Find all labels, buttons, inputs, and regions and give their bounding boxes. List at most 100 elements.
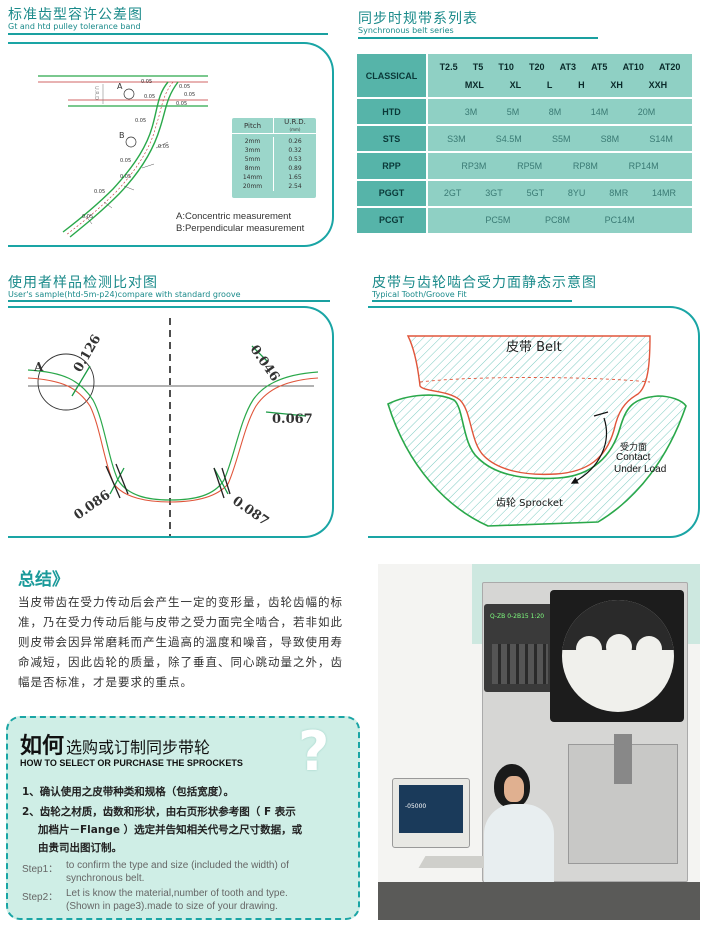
summary-line: 幅是否标准，才是要求的重点。 [18,675,193,689]
row-label-classical: CLASSICAL [357,54,428,99]
size-value: T20 [528,61,545,72]
tooth-fit-diagram [387,335,687,527]
tolerance-diagram [38,75,208,238]
urd-value: 2.54 [288,183,302,190]
size-value: 20M [637,106,656,117]
size-value: RP3M [461,160,487,171]
size-value: AT5 [591,61,608,72]
how-to-select-box: 如何 选购或订制同步带轮 HOW TO SELECT OR PURCHASE T… [6,716,360,920]
how-step-2-cn-cont: 加档片－Flange ）选定并告知相关代号之尺寸数据，或 [38,824,303,836]
step2-text-cont: (Shown in page3).made to size of your dr… [66,901,278,912]
step1-text-cont: synchronous belt. [66,873,145,884]
size-value: S4.5M [495,133,522,144]
tolerance-dim: 0.05 [184,92,196,98]
size-value: AT3 [559,61,576,72]
summary-line: 则皮带会因异常磨耗而产生過高的溫度和噪音，导致使用寿 [18,635,343,649]
row-label-rpp: RPP [357,152,428,181]
legend-concentric: A:Concentric measurement [176,211,292,222]
tooth-fit-rule [372,300,572,302]
pitch-value: 2mm [244,138,261,145]
tooth-fit-title: 皮带与齿轮啮合受力面静态示意图 [372,275,597,291]
sample-compare-subtitle: User's sample(htd-5m-p24)compare with st… [8,290,241,299]
belt-series-subtitle: Synchronous belt series [358,26,454,35]
lens-column [614,734,632,784]
operator-body [484,804,554,894]
contact-face-label: 受力面 [620,443,648,453]
size-value: 3GT [485,188,503,199]
tolerance-panel: A B U.R.D 0.05 0.05 0.05 0.05 0.05 0.05 … [8,42,334,247]
belt-series-rule [358,37,598,39]
table-row: HTD 3M 5M 8M 14M 20M [357,98,692,127]
tolerance-section-subtitle: Gt and htd pulley tolerance band [8,22,141,31]
tooth-fit-subtitle: Typical Tooth/Groove Fit [372,290,467,299]
size-value: S14M [649,133,673,144]
row-label-pcgt: PCGT [357,206,428,236]
tolerance-section-title: 标准齿型容许公差图 [8,7,143,23]
size-value: XL [509,79,522,90]
size-value: RP14M [628,160,659,171]
size-value: 5M [506,106,520,117]
size-value: L [546,79,553,90]
size-value: MXL [464,79,484,90]
sample-compare-rule [8,300,330,302]
step2-text: Let is know the material,number of tooth… [66,888,288,899]
size-value: PC14M [604,215,635,226]
sample-compare-panel: A 0.126 0.046 0.067 0.086 0.087 [8,306,334,538]
digital-readout: Q-ZB 0-2B15 1:20 [490,613,545,620]
how-step-2-cn-cont: 由贵司出图订制。 [38,842,122,854]
urd-value: 0.89 [288,165,302,172]
belt-series-table: CLASSICAL T2.5 T5 T10 T20 AT3 AT5 AT10 A… [357,54,692,236]
row-label-htd: HTD [357,98,428,127]
tolerance-dim: 0.05 [120,174,132,180]
detail-a-label: A [34,360,44,374]
size-value: 2GT [443,188,462,199]
belt-label: 皮带 Belt [506,340,562,355]
row-label-sts: STS [357,125,428,154]
size-value: 8M [548,106,562,117]
size-value: PC8M [544,215,570,226]
classical-top-sizes: T2.5 T5 T10 T20 AT3 AT5 AT10 AT20 [428,58,692,76]
projector-screen [562,600,674,712]
urd-unit: (mm) [289,127,301,132]
table-row: CLASSICAL T2.5 T5 T10 T20 AT3 AT5 AT10 A… [357,54,692,99]
urd-value: 0.32 [288,147,302,154]
pitch-value: 3mm [244,147,261,154]
how-step-1-cn: 1、确认使用之皮带种类和规格（包括宽度）。 [22,786,235,798]
tooth-fit-panel: 皮带 Belt 受力面 Contact Under Load 齿轮 Sprock… [368,306,700,538]
tolerance-dim: 0.05 [141,79,153,85]
detail-b-label: B [119,131,125,140]
size-value: H [578,79,585,90]
size-value: AT20 [659,61,681,72]
tolerance-dim: 0.05 [135,118,147,124]
sample-compare-title: 使用者样品检测比对图 [8,275,158,291]
control-panel: Q-ZB 0-2B15 1:20 [484,604,556,692]
step1-text: to confirm the type and size (included t… [66,860,289,871]
urd-value: 0.53 [288,156,302,163]
tolerance-dim: 0.05 [176,101,188,107]
computer-monitor: -05000 [392,778,470,848]
size-value: RP8M [572,160,598,171]
size-value: RP5M [517,160,543,171]
size-value: 8YU [567,188,586,199]
table-row: STS S3M S4.5M S5M S8M S14M [357,125,692,154]
detail-a-label: A [117,82,123,91]
size-value: 14M [590,106,609,117]
urd-header: U.R.D. [284,118,306,126]
size-value: T2.5 [439,61,458,72]
belt-series-title: 同步时规带系列表 [358,11,478,27]
operator-face [504,776,524,802]
pitch-value: 8mm [244,165,261,172]
size-value: XXH [648,79,668,90]
legend-perpendicular: B:Perpendicular measurement [176,223,305,234]
deviation-value: 0.067 [272,412,313,427]
how-title-big: 如何 [20,734,65,759]
size-value: XH [610,79,623,90]
summary-text: 当皮带齿在受力传动后会产生一定的变形量，齿轮齿幅的标 准，乃在受力传动后能与皮带… [18,592,378,692]
sample-compare-diagram [27,318,319,536]
profile-projector-photo: Q-ZB 0-2B15 1:20 -05000 [378,564,700,920]
table-row: PGGT 2GT 3GT 5GT 8YU 8MR 14MR [357,179,692,208]
desk [378,882,700,920]
how-title-rest: 选购或订制同步带轮 [66,738,211,757]
urd-value: 1.65 [288,174,302,181]
size-value: T10 [498,61,514,72]
